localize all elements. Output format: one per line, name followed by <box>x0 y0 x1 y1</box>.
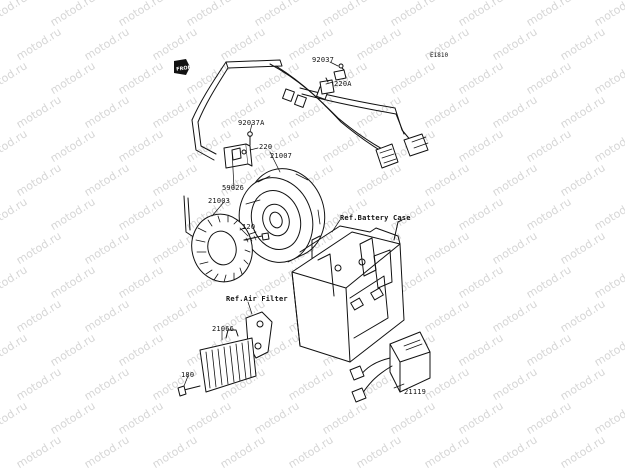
svg-text:FRONT: FRONT <box>176 64 192 73</box>
stator-21003 <box>183 195 253 283</box>
regulator-21066 <box>199 311 273 393</box>
part-label-21066: 21066 <box>212 325 235 333</box>
leader-lines <box>183 61 405 389</box>
part-label-180: 180 <box>181 371 195 379</box>
part-label-120: 120 <box>242 223 256 231</box>
part-label-220a: 220A <box>334 80 352 88</box>
part-label-21119: 21119 <box>404 388 427 396</box>
part-label-21007: 21007 <box>270 152 293 160</box>
clip-92037-group <box>319 63 347 95</box>
part-label-220: 220 <box>259 143 273 151</box>
bolt-120 <box>243 232 270 243</box>
part-label-21003: 21003 <box>208 197 231 205</box>
bolt-180 <box>177 385 201 397</box>
wire-harness <box>191 59 429 169</box>
bracket-92037a <box>223 131 253 169</box>
diagram-code: E1810 <box>430 52 449 59</box>
battery-case <box>291 219 405 363</box>
part-label-92037a: 92037A <box>238 119 265 127</box>
reference-battery-case: Ref.Battery Case <box>340 214 411 222</box>
reference-air-filter: Ref.Air Filter <box>226 295 288 303</box>
part-label-59026: 59026 <box>222 184 245 192</box>
part-label-92037: 92037 <box>312 56 335 64</box>
front-direction-icon: FRONT <box>174 59 192 75</box>
relay-21119 <box>349 331 431 403</box>
